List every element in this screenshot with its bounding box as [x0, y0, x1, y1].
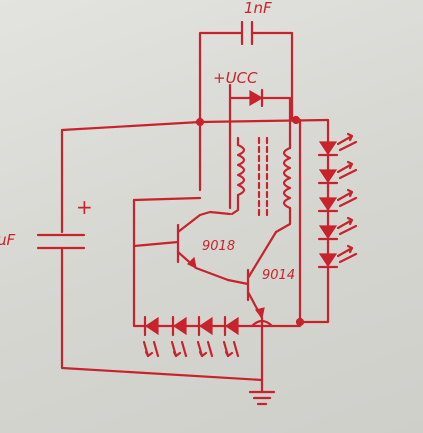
ground-symbol [248, 378, 276, 406]
bottom-led-chain [132, 244, 302, 382]
top-capacitor-label: 1nF [244, 0, 272, 17]
led-right-5 [317, 244, 358, 269]
transistor-9014 [226, 230, 278, 320]
transistor-2-label: 9014 [262, 268, 295, 283]
led-right-2 [317, 160, 358, 185]
led-right-1 [317, 132, 358, 157]
led-bottom-4 [222, 315, 240, 358]
led-bottom-2 [170, 315, 188, 358]
led-bottom-1 [142, 315, 160, 358]
left-capacitor-label: μF [0, 231, 16, 249]
bottom-leds [142, 315, 240, 358]
top-rail [195, 115, 330, 127]
transformer [228, 118, 292, 234]
led-bottom-3 [196, 315, 214, 358]
left-capacitor [36, 120, 264, 382]
right-led-chain [295, 118, 330, 327]
supply-label: +UCC [213, 69, 258, 87]
top-capacitor [198, 20, 294, 124]
transistor-9018 [132, 120, 232, 282]
supply-diode [228, 83, 292, 122]
right-leds [317, 132, 358, 269]
led-right-4 [317, 216, 358, 241]
led-right-3 [317, 188, 358, 213]
plus-sign: + [76, 195, 93, 219]
transistor-1-label: 9018 [202, 239, 235, 254]
